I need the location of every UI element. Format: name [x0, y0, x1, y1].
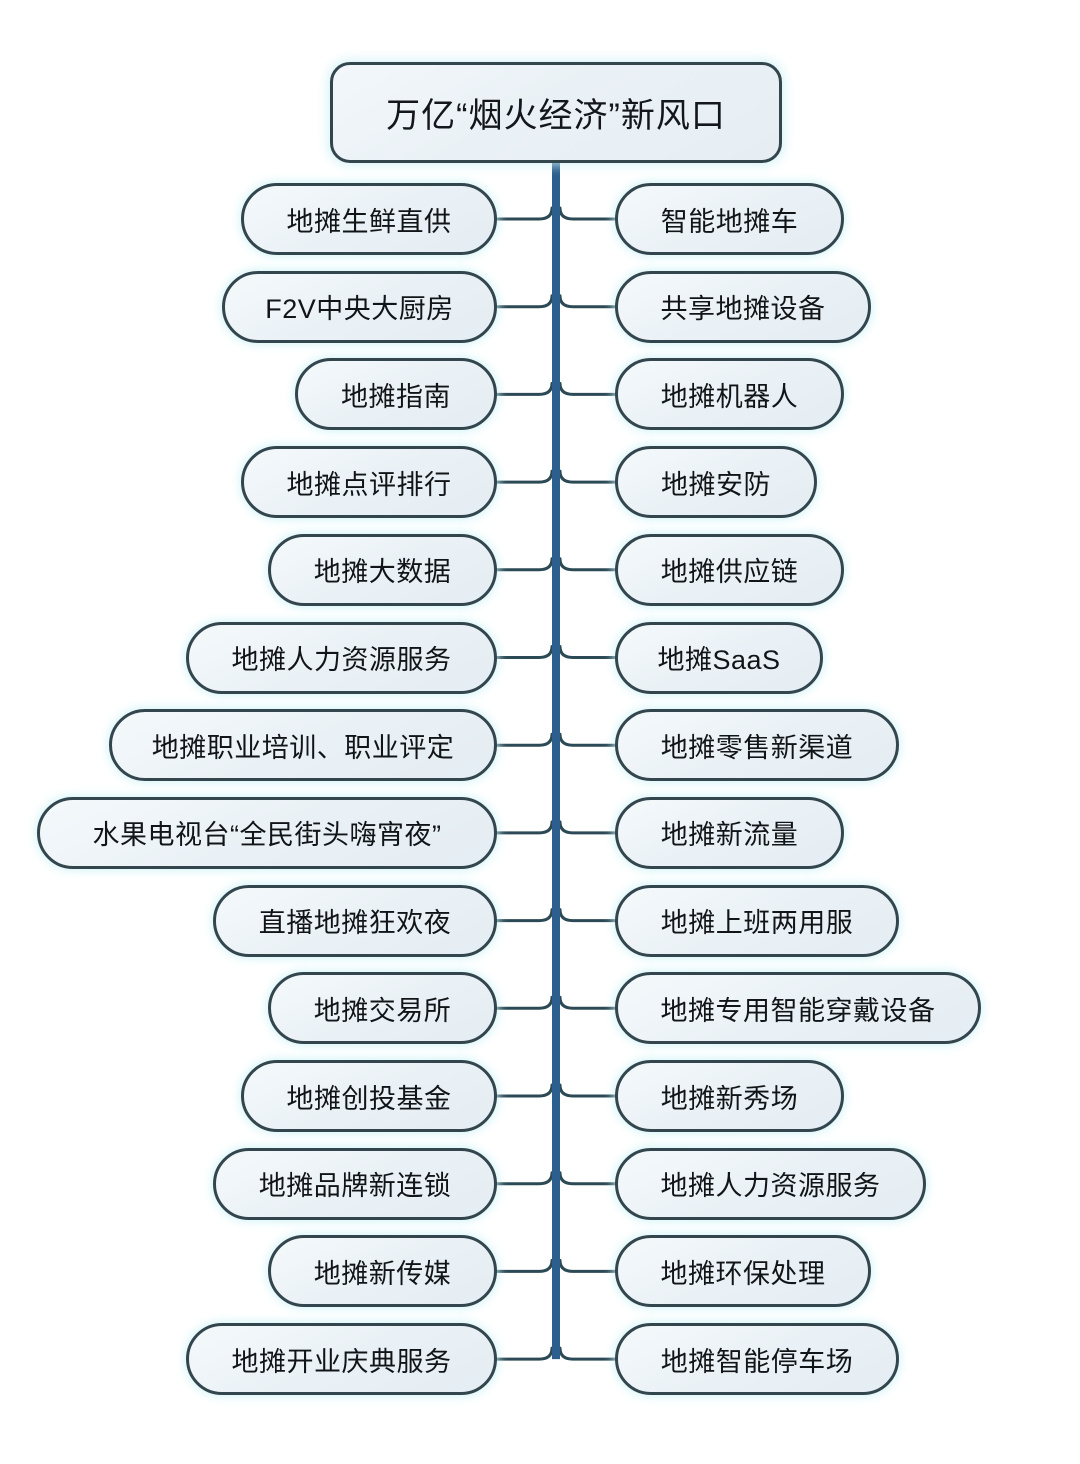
branch-node-right-13[interactable]: 地摊环保处理: [615, 1235, 871, 1308]
branch-node-left-11[interactable]: 地摊创投基金: [241, 1060, 497, 1132]
connector-left-12: [495, 1171, 554, 1186]
branch-node-right-7[interactable]: 地摊零售新渠道: [615, 709, 899, 782]
connector-left-2: [495, 294, 554, 309]
connector-right-11: [558, 1083, 617, 1098]
branch-node-label: 地摊上班两用服: [660, 908, 854, 939]
connector-right-7: [558, 732, 617, 747]
branch-node-label: 地摊新秀场: [660, 1083, 799, 1114]
connector-left-3: [495, 381, 554, 396]
branch-node-label: 地摊品牌新连锁: [258, 1171, 452, 1202]
branch-node-label: 地摊大数据: [313, 557, 452, 588]
connector-right-3: [558, 381, 617, 396]
connector-left-5: [495, 557, 554, 572]
branch-node-right-9[interactable]: 地摊上班两用服: [615, 884, 899, 957]
branch-node-label: 地摊人力资源服务: [231, 645, 452, 675]
branch-node-label: 地摊新传媒: [313, 1258, 452, 1289]
branch-node-right-5[interactable]: 地摊供应链: [615, 533, 844, 606]
branch-node-label: 地摊指南: [341, 381, 451, 412]
connector-left-9: [495, 908, 554, 923]
branch-node-right-2[interactable]: 共享地摊设备: [615, 270, 871, 343]
branch-node-label: 地摊安防: [661, 469, 771, 500]
branch-node-label: 地摊职业培训、职业评定: [151, 732, 455, 763]
branch-node-label: F2V中央大厨房: [265, 294, 454, 325]
connector-right-1: [558, 206, 617, 221]
connector-left-1: [495, 206, 554, 221]
branch-node-label: 共享地摊设备: [660, 294, 826, 325]
branch-node-left-12[interactable]: 地摊品牌新连锁: [213, 1147, 497, 1220]
connector-right-12: [558, 1171, 617, 1186]
connector-right-14: [558, 1346, 617, 1361]
connector-right-2: [558, 294, 617, 309]
branch-node-right-6[interactable]: 地摊SaaS: [615, 621, 823, 694]
connector-right-13: [558, 1258, 617, 1273]
branch-node-label: 地摊新流量: [660, 820, 799, 851]
connector-left-4: [495, 469, 554, 484]
branch-node-label: 地摊智能停车场: [660, 1346, 854, 1377]
branch-node-label: 地摊环保处理: [660, 1258, 826, 1289]
root-node-title[interactable]: 万亿“烟火经济”新风口: [330, 62, 782, 163]
branch-node-left-14[interactable]: 地摊开业庆典服务: [186, 1323, 497, 1396]
branch-node-label: 地摊供应链: [660, 557, 799, 588]
connector-left-11: [495, 1083, 554, 1098]
connector-left-14: [495, 1346, 554, 1361]
branch-node-left-7[interactable]: 地摊职业培训、职业评定: [109, 709, 497, 782]
branch-node-left-9[interactable]: 直播地摊狂欢夜: [213, 884, 497, 957]
connector-right-9: [558, 908, 617, 923]
branch-node-label: 地摊SaaS: [657, 645, 781, 675]
branch-node-right-10[interactable]: 地摊专用智能穿戴设备: [615, 972, 981, 1045]
connector-left-13: [495, 1258, 554, 1273]
branch-node-left-1[interactable]: 地摊生鲜直供: [241, 183, 497, 255]
branch-node-label: 智能地摊车: [660, 206, 799, 237]
branch-node-label: 地摊零售新渠道: [660, 732, 854, 763]
branch-node-left-5[interactable]: 地摊大数据: [268, 533, 497, 606]
branch-node-label: 地摊机器人: [660, 381, 799, 412]
branch-node-right-4[interactable]: 地摊安防: [615, 446, 817, 519]
branch-node-label: 地摊专用智能穿戴设备: [660, 995, 936, 1026]
branch-node-left-2[interactable]: F2V中央大厨房: [222, 270, 497, 343]
connector-left-8: [495, 820, 554, 835]
connector-right-8: [558, 820, 617, 835]
connector-left-10: [495, 995, 554, 1010]
branch-node-left-3[interactable]: 地摊指南: [295, 358, 497, 431]
branch-node-left-6[interactable]: 地摊人力资源服务: [186, 621, 497, 694]
root-node-label: 万亿“烟火经济”新风口: [386, 97, 726, 135]
branch-node-right-12[interactable]: 地摊人力资源服务: [615, 1147, 926, 1220]
branch-node-label: 地摊交易所: [313, 995, 452, 1026]
branch-node-right-3[interactable]: 地摊机器人: [615, 358, 844, 431]
branch-node-label: 地摊生鲜直供: [286, 206, 452, 237]
connector-right-10: [558, 995, 617, 1010]
branch-node-right-8[interactable]: 地摊新流量: [615, 796, 844, 869]
branch-node-right-14[interactable]: 地摊智能停车场: [615, 1323, 899, 1396]
connector-right-6: [558, 645, 617, 659]
connector-right-5: [558, 557, 617, 572]
connector-right-4: [558, 469, 617, 484]
branch-node-left-8[interactable]: 水果电视台“全民街头嗨宵夜”: [37, 796, 497, 869]
branch-node-label: 水果电视台“全民街头嗨宵夜”: [92, 820, 442, 851]
connector-left-7: [495, 732, 554, 747]
branch-node-label: 地摊人力资源服务: [660, 1171, 881, 1202]
branch-node-label: 地摊点评排行: [286, 469, 452, 500]
branch-node-left-4[interactable]: 地摊点评排行: [241, 446, 497, 519]
branch-node-label: 地摊开业庆典服务: [231, 1346, 452, 1377]
branch-node-label: 直播地摊狂欢夜: [258, 908, 452, 939]
branch-node-left-10[interactable]: 地摊交易所: [268, 972, 497, 1045]
connector-left-6: [495, 645, 554, 659]
branch-node-right-1[interactable]: 智能地摊车: [615, 183, 844, 255]
branch-node-right-11[interactable]: 地摊新秀场: [615, 1060, 844, 1132]
branch-node-label: 地摊创投基金: [286, 1083, 452, 1114]
branch-node-left-13[interactable]: 地摊新传媒: [268, 1235, 497, 1308]
